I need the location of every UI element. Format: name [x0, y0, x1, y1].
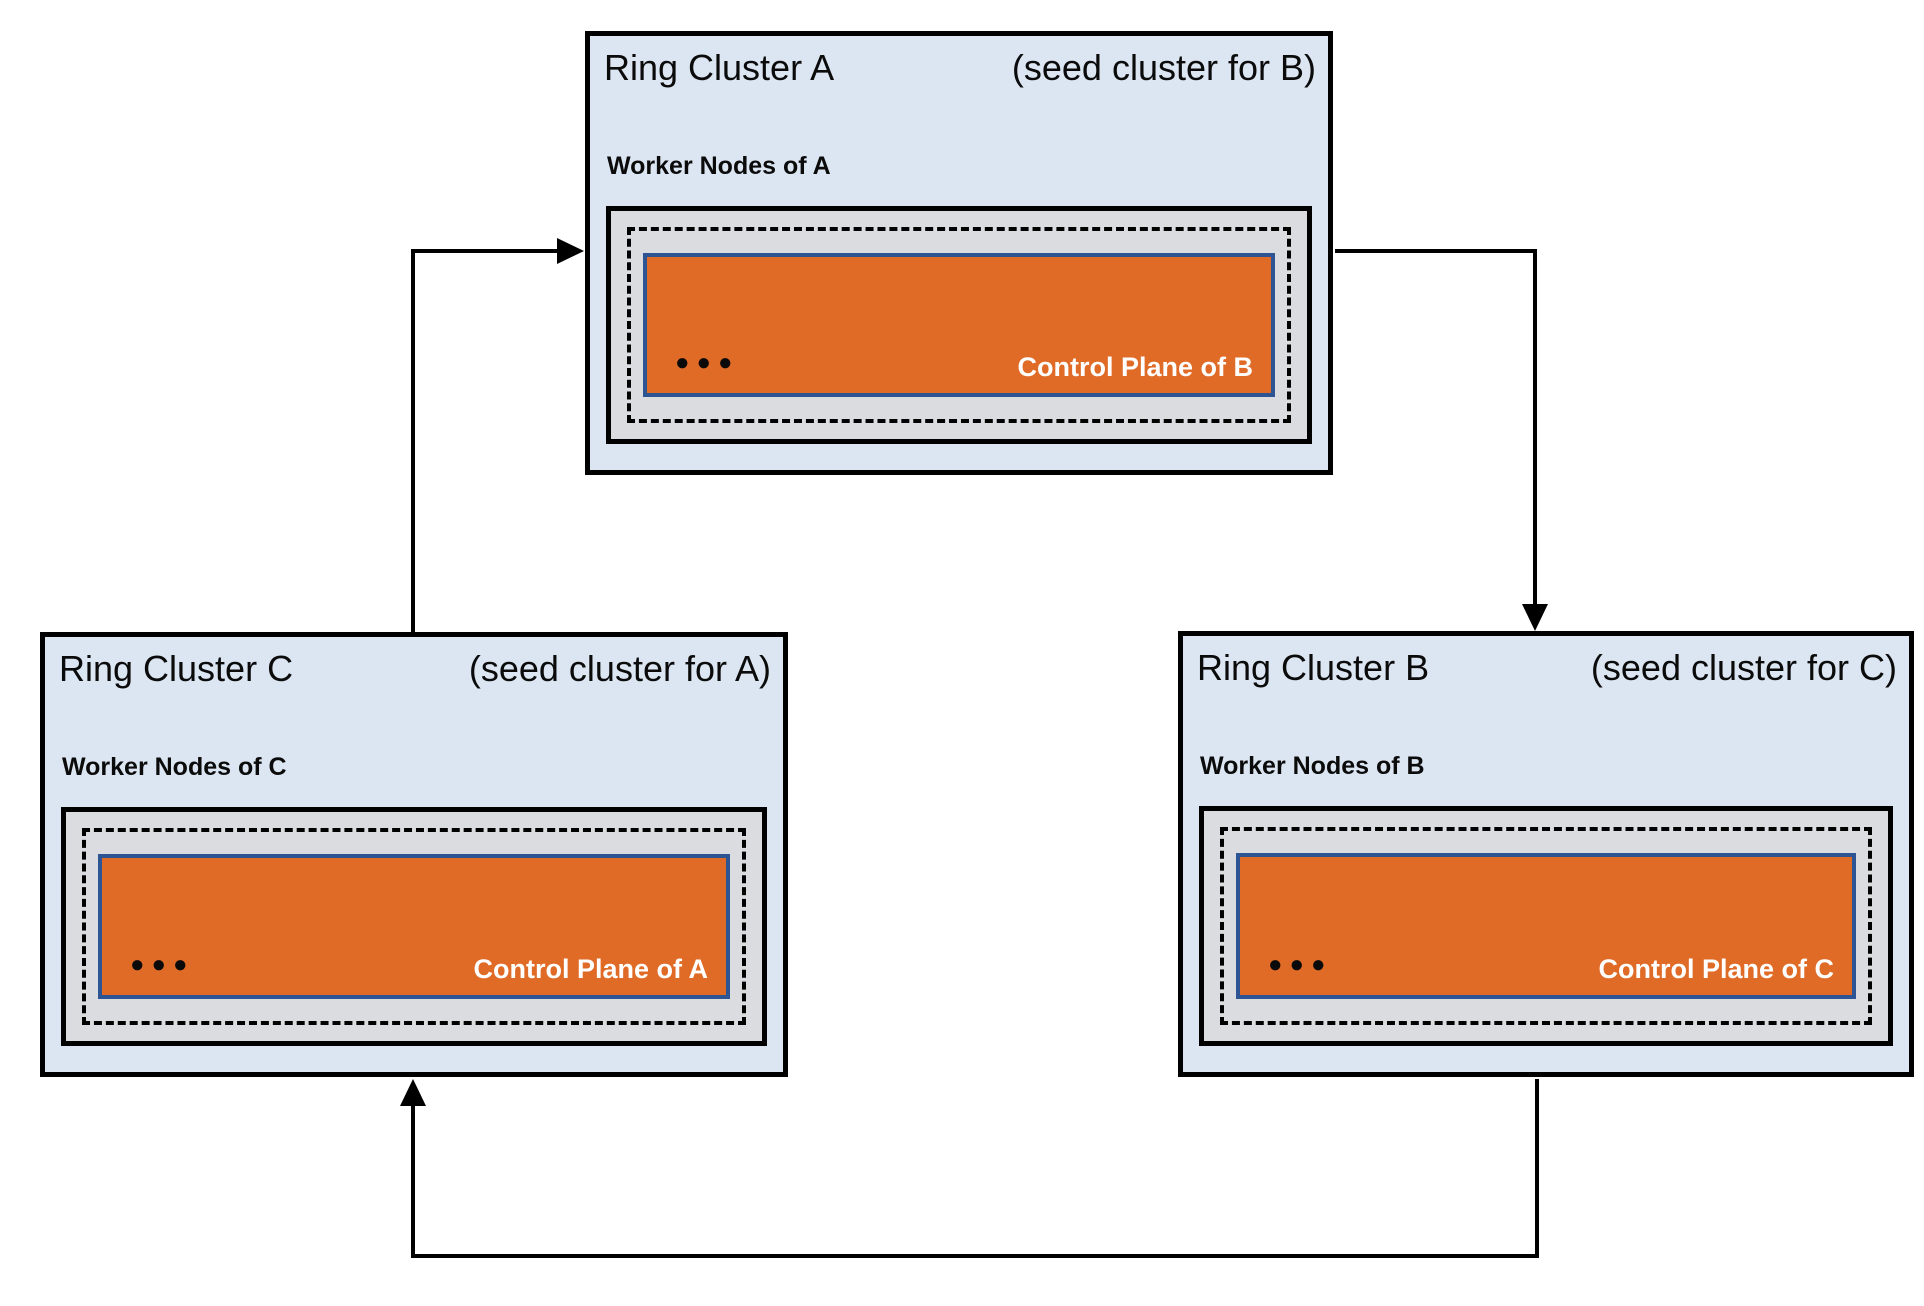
ellipsis-dots-icon: ●●●	[130, 951, 195, 978]
cluster-c-title: Ring Cluster C (seed cluster for A)	[59, 645, 771, 693]
cluster-b-worker-node-box: ●●● Control Plane of C	[1199, 806, 1893, 1046]
cluster-a-title: Ring Cluster A (seed cluster for B)	[604, 44, 1316, 92]
ellipsis-dots-icon: ●●●	[1268, 951, 1333, 978]
cluster-a-dashed-boundary: ●●● Control Plane of B	[627, 227, 1291, 423]
cluster-c: Ring Cluster C (seed cluster for A) Work…	[40, 632, 788, 1077]
arrow-a-to-b	[1335, 249, 1548, 631]
cluster-c-dashed-boundary: ●●● Control Plane of A	[82, 828, 746, 1025]
cluster-b: Ring Cluster B (seed cluster for C) Work…	[1178, 631, 1914, 1077]
cluster-b-hosted-control-plane: ●●● Control Plane of C	[1236, 853, 1856, 999]
cluster-b-dashed-boundary: ●●● Control Plane of C	[1220, 827, 1872, 1025]
cluster-b-name: Ring Cluster B	[1197, 647, 1430, 688]
cluster-c-worker-nodes-label: Worker Nodes of C	[62, 753, 287, 781]
cluster-a: Ring Cluster A (seed cluster for B) Work…	[585, 31, 1333, 475]
cluster-a-hosted-control-plane: ●●● Control Plane of B	[643, 253, 1275, 397]
cluster-b-worker-nodes-label: Worker Nodes of B	[1200, 752, 1425, 780]
cluster-c-control-plane-label: Control Plane of A	[473, 953, 709, 984]
cluster-a-name: Ring Cluster A	[604, 47, 835, 88]
cluster-c-worker-node-box: ●●● Control Plane of A	[61, 807, 767, 1046]
cluster-a-worker-node-box: ●●● Control Plane of B	[606, 206, 1312, 444]
cluster-c-name: Ring Cluster C	[59, 648, 294, 689]
arrow-b-to-c	[400, 1079, 1539, 1258]
cluster-c-hosted-control-plane: ●●● Control Plane of A	[98, 854, 730, 999]
cluster-c-seed-note: (seed cluster for A)	[468, 648, 771, 689]
ellipsis-dots-icon: ●●●	[675, 349, 740, 376]
cluster-b-seed-note: (seed cluster for C)	[1590, 647, 1897, 688]
arrow-c-to-a	[411, 238, 584, 634]
cluster-b-control-plane-label: Control Plane of C	[1598, 953, 1835, 984]
cluster-a-control-plane-label: Control Plane of B	[1017, 351, 1254, 382]
cluster-a-worker-nodes-label: Worker Nodes of A	[607, 152, 831, 180]
cluster-b-title: Ring Cluster B (seed cluster for C)	[1197, 644, 1897, 692]
cluster-a-seed-note: (seed cluster for B)	[1011, 47, 1316, 88]
